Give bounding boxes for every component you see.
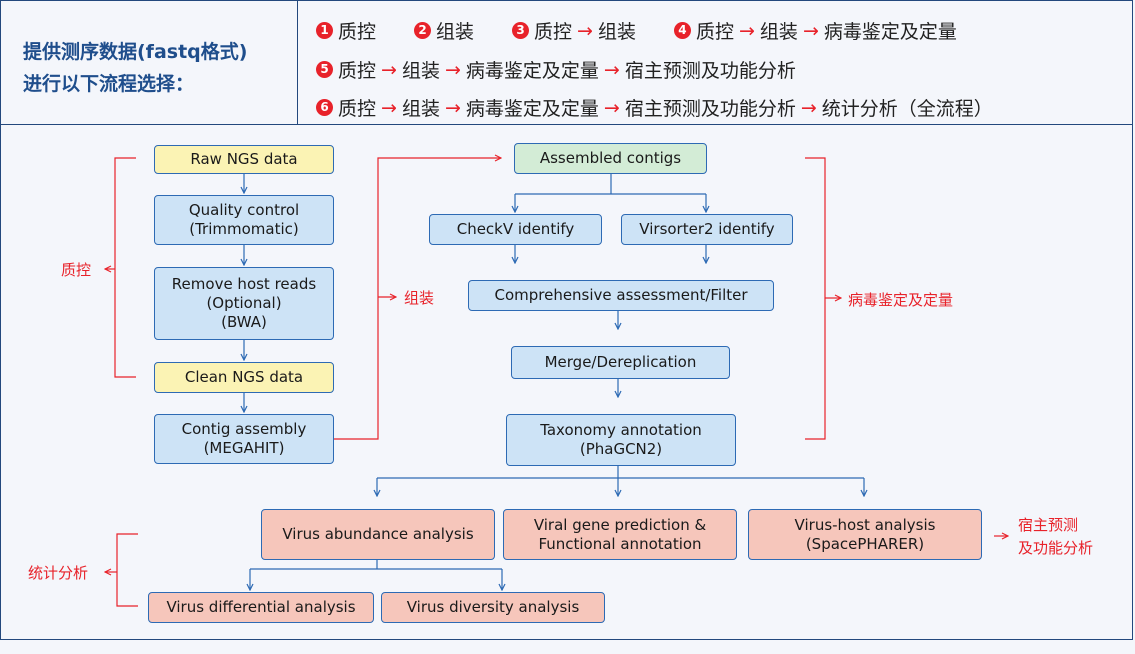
option-4-step: 病毒鉴定及定量 [823, 21, 957, 43]
option-3-badge: 3 [512, 22, 530, 39]
virus-abundance-node: Virus abundance analysis [261, 509, 495, 560]
option-4-step: 质控 [695, 21, 734, 43]
virus-host-label: Virus-host analysis [794, 515, 936, 534]
gene-prediction-label: Viral gene prediction & [533, 515, 707, 534]
arrow-icon: → [381, 96, 397, 119]
option-6-step: 统计分析（全流程） [821, 98, 993, 120]
option-1-badge: 1 [316, 22, 333, 39]
arrow-icon: → [444, 96, 461, 119]
virsorter2-label: Virsorter2 identify [639, 220, 775, 239]
viral-id-stage-label: 病毒鉴定及定量 [848, 291, 954, 309]
option-2-step: 组装 [436, 21, 475, 43]
option-3-step: 质控 [534, 21, 573, 43]
qc-stage-label: 质控 [61, 261, 92, 279]
abundance-label: Virus abundance analysis [282, 525, 474, 544]
diversity-label: Virus diversity analysis [406, 598, 580, 617]
taxonomy-label: Taxonomy annotation [540, 421, 702, 440]
option-6-step: 病毒鉴定及定量 [465, 98, 599, 120]
virus-diversity-node: Virus diversity analysis [381, 592, 605, 623]
option-1-step: 质控 [338, 21, 377, 43]
arrow-icon: → [577, 19, 593, 42]
taxonomy-annotation-node: Taxonomy annotation (PhaGCN2) [506, 414, 736, 466]
qc-label: Quality control [188, 201, 300, 220]
flow-connectors [1, 1, 1134, 607]
option-5-step: 质控 [338, 60, 377, 82]
arrow-icon: → [603, 96, 620, 119]
virus-host-node: Virus-host analysis (SpacePHARER) [748, 509, 982, 560]
options-row-1: 1 质控 2 组装 3 质控 → 组装 4 质控 → 组装 → 病毒鉴定及定量 [316, 17, 957, 44]
raw-ngs-label: Raw NGS data [190, 150, 298, 169]
raw-ngs-data-node: Raw NGS data [154, 145, 334, 174]
functional-annotation-label: Functional annotation [538, 534, 702, 553]
intro-line-2: 进行以下流程选择： [23, 73, 195, 95]
quality-control-node: Quality control (Trimmomatic) [154, 195, 334, 245]
checkv-node: CheckV identify [429, 214, 602, 245]
host-stage-label-1: 宿主预测 [1018, 516, 1079, 534]
virus-host-tool: (SpacePHARER) [805, 534, 925, 553]
option-6-step: 宿主预测及功能分析 [624, 98, 796, 120]
remove-host-optional: (Optional) [206, 294, 282, 313]
merge-label: Merge/Dereplication [544, 353, 697, 372]
remove-host-label: Remove host reads [171, 275, 317, 294]
taxonomy-tool: (PhaGCN2) [579, 440, 663, 458]
host-stage-label-2: 及功能分析 [1018, 539, 1094, 557]
assembly-stage-label: 组装 [404, 289, 435, 307]
qc-tool-label: (Trimmomatic) [189, 220, 299, 238]
arrow-icon: → [603, 58, 620, 81]
qc-bracket [114, 157, 136, 378]
assembled-contigs-label: Assembled contigs [539, 149, 682, 168]
comprehensive-label: Comprehensive assessment/Filter [494, 286, 748, 305]
option-6-step: 质控 [338, 98, 377, 120]
virus-differential-node: Virus differential analysis [148, 592, 374, 623]
checkv-label: CheckV identify [456, 220, 575, 239]
remove-host-tool: (BWA) [221, 312, 267, 331]
arrow-icon: → [381, 58, 397, 81]
options-row-2: 5 质控 → 组装 → 病毒鉴定及定量 → 宿主预测及功能分析 [316, 56, 796, 83]
assembled-contigs-node: Assembled contigs [514, 143, 707, 174]
option-5-step: 宿主预测及功能分析 [624, 60, 796, 82]
option-2-badge: 2 [414, 22, 432, 39]
differential-label: Virus differential analysis [166, 598, 356, 617]
viral-gene-prediction-node: Viral gene prediction & Functional annot… [503, 509, 737, 560]
contig-assembly-node: Contig assembly (MEGAHIT) [154, 414, 334, 464]
contig-assembly-tool: (MEGAHIT) [203, 439, 285, 457]
assembly-connector [334, 158, 501, 440]
option-5-step: 组装 [401, 60, 440, 82]
stats-stage-label: 统计分析 [28, 564, 89, 582]
clean-ngs-label: Clean NGS data [184, 368, 304, 387]
arrow-icon: → [739, 19, 755, 42]
option-5-badge: 5 [316, 61, 333, 78]
virsorter2-node: Virsorter2 identify [621, 214, 793, 245]
options-row-3: 6 质控 → 组装 → 病毒鉴定及定量 → 宿主预测及功能分析 → 统计分析（全… [316, 94, 993, 121]
option-4-step: 组装 [759, 21, 798, 43]
contig-assembly-label: Contig assembly [181, 420, 307, 439]
option-6-step: 组装 [401, 98, 440, 120]
option-5-step: 病毒鉴定及定量 [465, 60, 599, 82]
option-4-badge: 4 [673, 22, 691, 39]
clean-ngs-data-node: Clean NGS data [154, 362, 334, 393]
comprehensive-assessment-node: Comprehensive assessment/Filter [468, 280, 774, 311]
stats-bracket [116, 533, 138, 607]
workflow-frame: 提供测序数据(fastq格式) 进行以下流程选择： 1 质控 2 组装 3 质控… [0, 0, 1133, 640]
option-3-step: 组装 [597, 21, 636, 43]
arrow-icon: → [802, 19, 819, 42]
viral-bracket [805, 157, 826, 440]
header-intro: 提供测序数据(fastq格式) 进行以下流程选择： [1, 1, 298, 125]
options-panel: 1 质控 2 组装 3 质控 → 组装 4 质控 → 组装 → 病毒鉴定及定量 … [298, 1, 1132, 125]
arrow-icon: → [800, 96, 817, 119]
arrow-icon: → [444, 58, 461, 81]
remove-host-node: Remove host reads (Optional) (BWA) [154, 267, 334, 340]
option-6-badge: 6 [316, 99, 333, 116]
intro-line-1: 提供测序数据(fastq格式) [23, 41, 248, 63]
merge-dereplication-node: Merge/Dereplication [511, 346, 730, 379]
